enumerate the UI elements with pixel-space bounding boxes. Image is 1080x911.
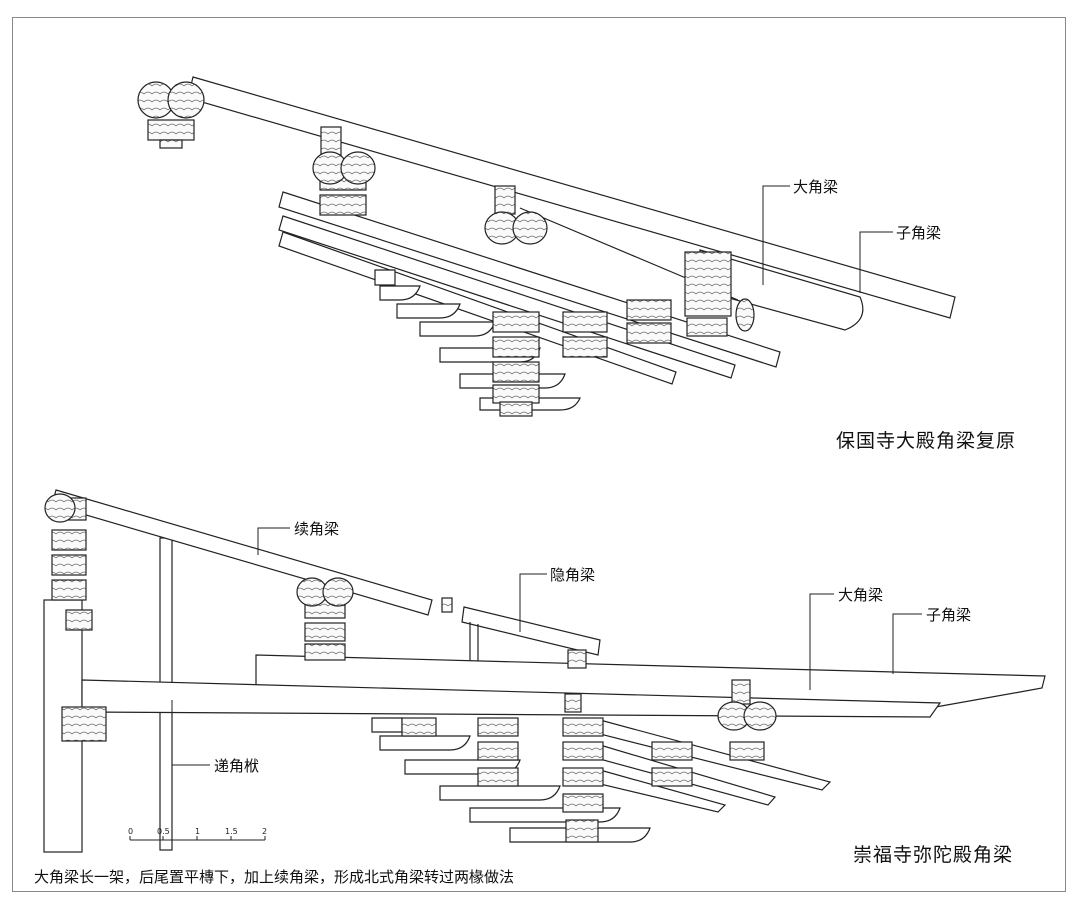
label-bottom-zi-jiaoliang: 子角梁 bbox=[926, 606, 972, 624]
bottom-yin-jiaoliang-beam bbox=[461, 606, 601, 656]
top-da-jiaoliang-beam bbox=[187, 76, 956, 319]
caption: 大角梁长一架，后尾置平槫下，加上续角梁，形成北式角梁转过两椽做法 bbox=[34, 868, 515, 886]
label-bottom-da-jiaoliang: 大角梁 bbox=[838, 586, 884, 604]
label-yin-jiaoliang: 隐角梁 bbox=[550, 566, 596, 584]
top-zi-jiaoliang-beam bbox=[699, 249, 864, 331]
title-bottom-diagram: 崇福寺弥陀殿角梁 bbox=[853, 844, 1014, 866]
label-xu-jiaoliang: 续角梁 bbox=[294, 520, 340, 538]
bottom-diagram bbox=[43, 489, 1046, 853]
bottom-xu-jiaoliang-beam bbox=[51, 489, 433, 616]
figure-frame bbox=[12, 17, 1066, 892]
label-top-da-jiaoliang: 大角梁 bbox=[793, 178, 839, 196]
scale-tick-1: 0.5 bbox=[157, 827, 170, 836]
scale-bar bbox=[129, 836, 266, 841]
top-bracket-blocks bbox=[147, 119, 732, 417]
scale-tick-0: 0 bbox=[128, 827, 134, 836]
label-top-zi-jiaoliang: 子角梁 bbox=[896, 224, 942, 242]
scale-tick-3: 1.5 bbox=[225, 827, 238, 836]
scale-tick-2: 1 bbox=[195, 827, 201, 836]
label-di-jiaofu: 递角栿 bbox=[214, 757, 260, 775]
top-purlins bbox=[137, 81, 755, 332]
bottom-purlins bbox=[44, 493, 777, 731]
title-top-diagram: 保国寺大殿角梁复原 bbox=[836, 430, 1017, 452]
scale-tick-4: 2 bbox=[262, 827, 268, 836]
top-diagram bbox=[137, 76, 956, 417]
